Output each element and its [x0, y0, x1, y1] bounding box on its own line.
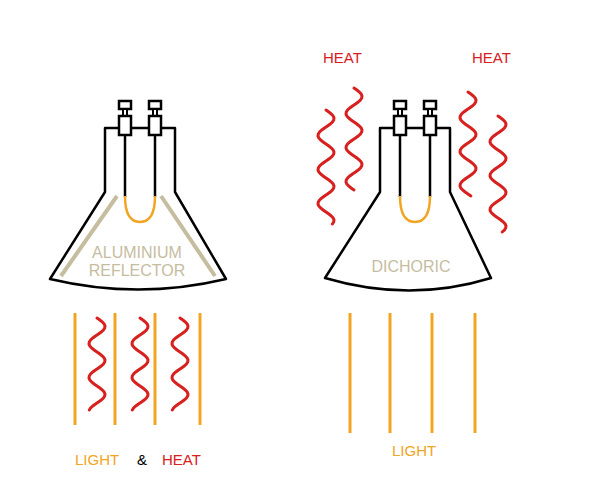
heat-wave — [132, 318, 148, 410]
light-ray — [199, 313, 202, 425]
lamp-shape: DICHORIC — [318, 95, 498, 305]
annotation-label: LIGHT — [392, 442, 436, 460]
light-ray — [389, 313, 392, 433]
annotation-label: & — [137, 451, 147, 469]
light-ray — [114, 313, 117, 425]
heat-wave — [318, 110, 334, 224]
lamp-label: DICHORIC — [356, 258, 466, 276]
annotation-label: LIGHT — [75, 451, 119, 469]
light-ray — [349, 313, 352, 433]
light-ray — [474, 313, 477, 433]
heat-wave — [172, 318, 188, 410]
light-ray — [74, 313, 77, 425]
annotation-label: HEAT — [472, 49, 511, 67]
light-ray — [431, 313, 434, 433]
light-ray — [154, 313, 157, 425]
heat-wave — [490, 116, 506, 232]
heat-wave — [346, 88, 362, 190]
heat-wave — [89, 318, 105, 410]
lamp-label: ALUMINIUM REFLECTOR — [80, 244, 194, 280]
lamp-shape: ALUMINIUM REFLECTOR — [45, 95, 231, 300]
annotation-label: HEAT — [323, 49, 362, 67]
heat-wave — [460, 92, 476, 196]
annotation-label: HEAT — [162, 451, 201, 469]
